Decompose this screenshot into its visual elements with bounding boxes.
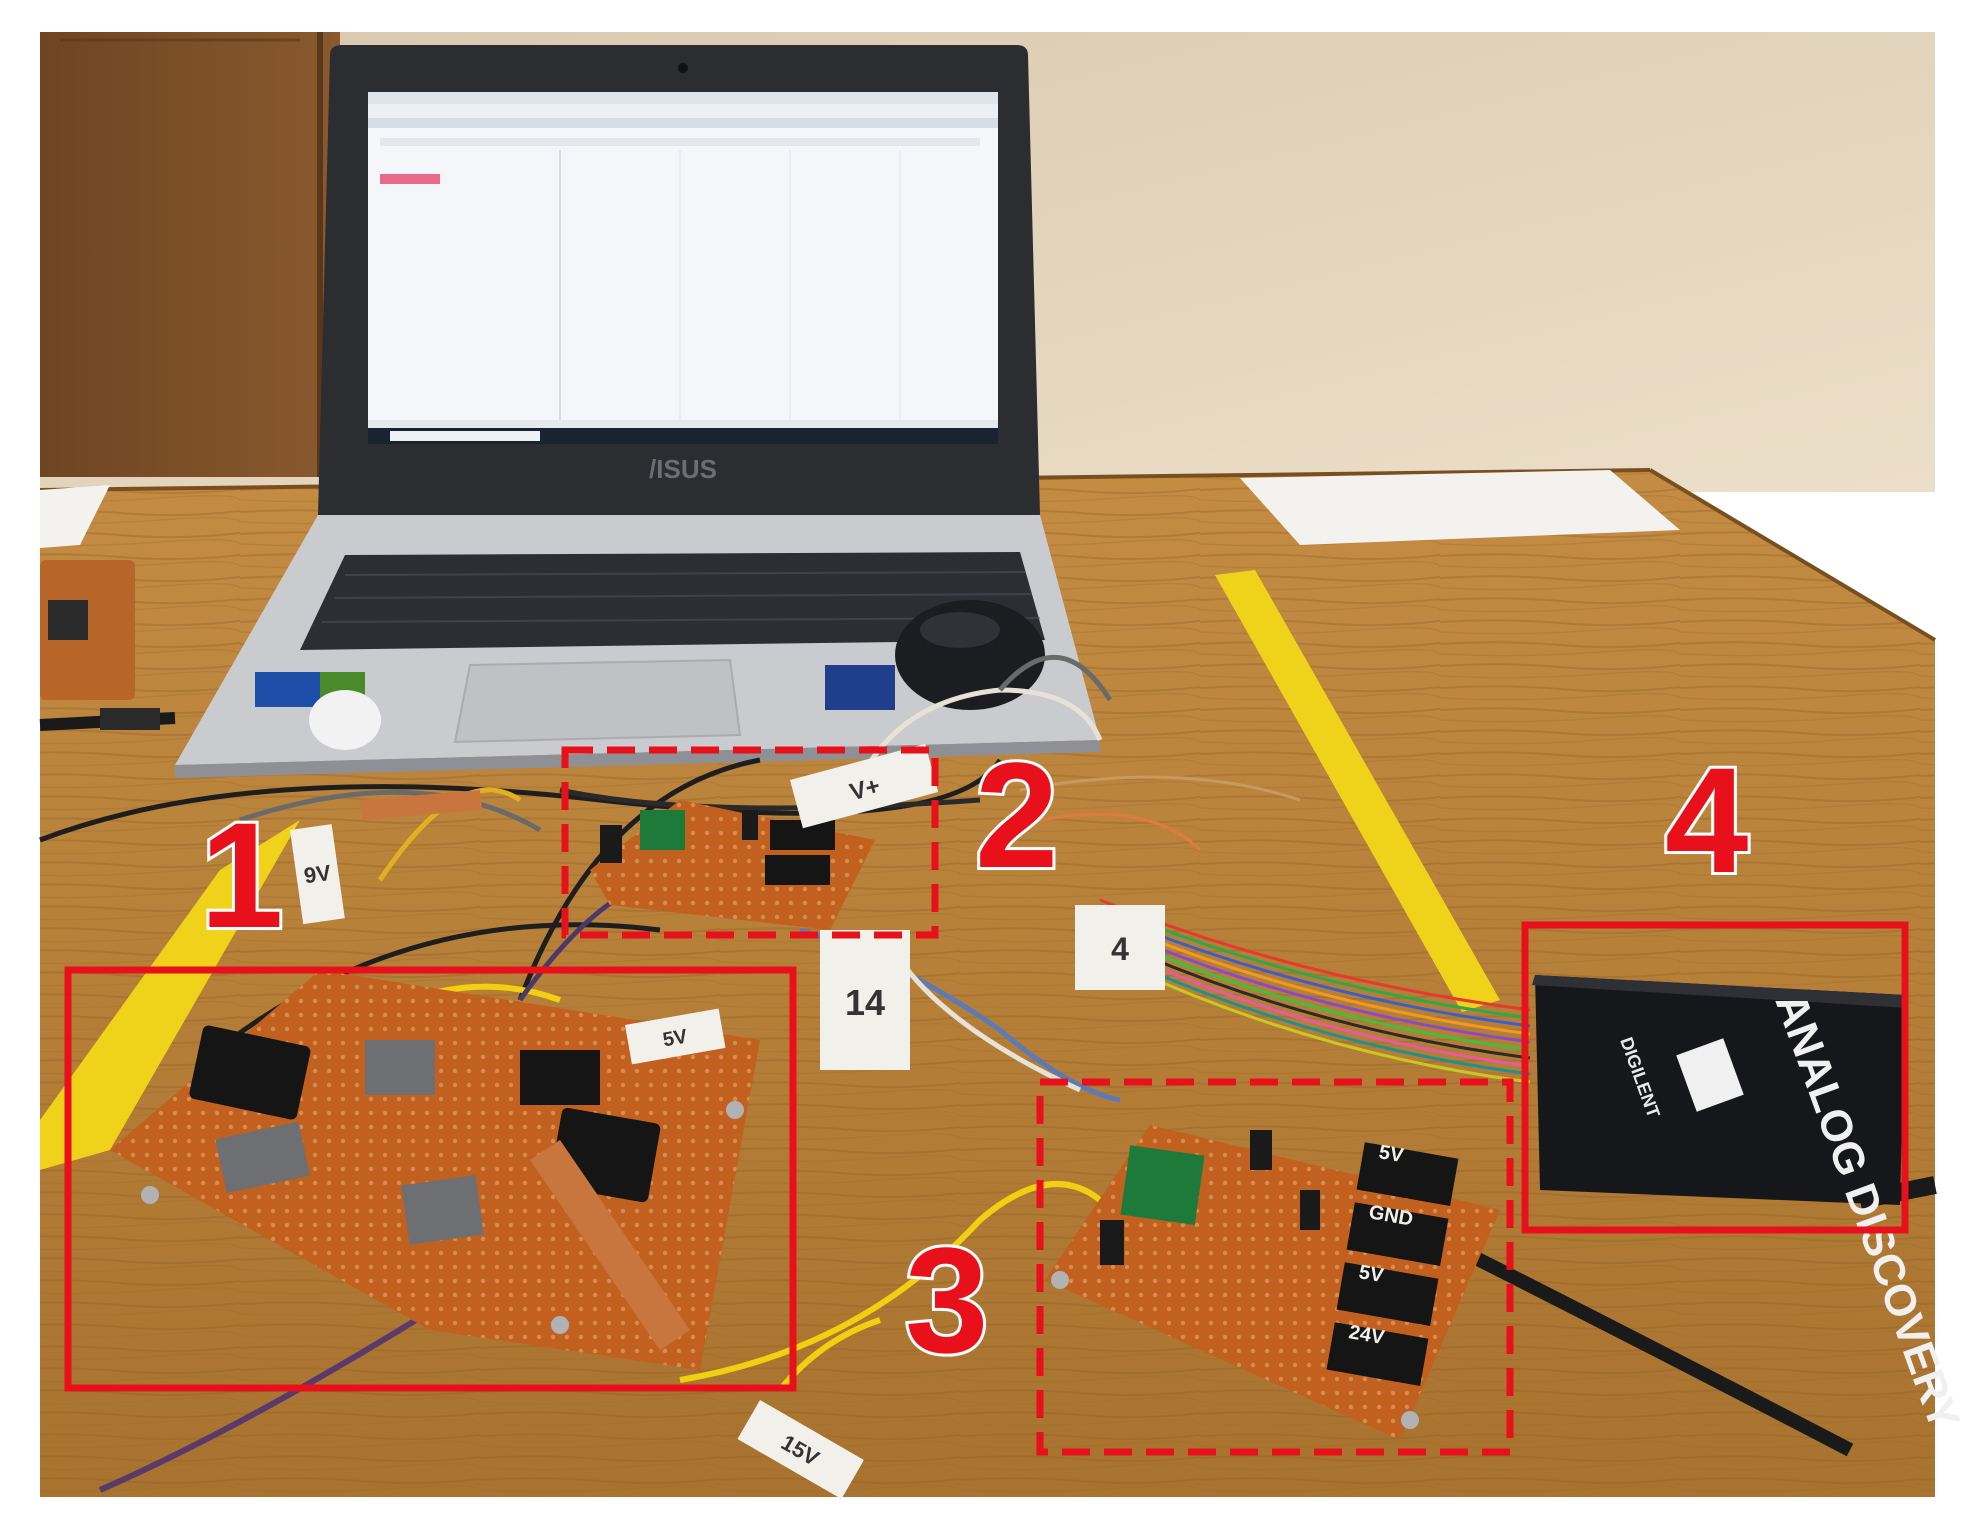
callout-box-3	[1036, 1078, 1514, 1456]
callout-label-2: 2	[972, 731, 1061, 899]
ic-breakout	[1120, 1145, 1205, 1225]
board-1	[110, 790, 760, 1370]
paper-sheet	[1240, 470, 1680, 545]
tape-label: 9V	[302, 860, 332, 889]
terminal-block	[1336, 1262, 1439, 1326]
tape-labels: V+ 14 4 9V 5V 15V 5V	[290, 743, 1415, 1499]
photo-area: /ISUS	[39, 32, 1969, 1499]
callout-label-1: 1	[197, 791, 286, 959]
mosfet	[365, 1040, 435, 1095]
board-3	[1045, 1125, 1500, 1440]
laptop-brand: /ISUS	[649, 454, 717, 484]
callout-boxes	[64, 746, 1909, 1456]
laptop-screen	[368, 92, 998, 444]
touchpad	[453, 658, 742, 744]
decal	[309, 690, 381, 750]
yellow-tape	[1215, 570, 1500, 1012]
paper-sheet-left	[40, 485, 110, 548]
terminal-block	[1326, 1322, 1429, 1386]
copper-rod	[530, 1140, 690, 1350]
callout-box-4	[1521, 921, 1909, 1234]
laptop-keyboard	[300, 552, 1045, 650]
sticker	[255, 672, 320, 707]
mosfet	[401, 1175, 484, 1245]
ic-breakout	[640, 810, 685, 850]
callout-box-2	[561, 746, 939, 939]
callout-box-1	[64, 966, 797, 1392]
callout-label-3: 3	[902, 1216, 991, 1384]
door	[40, 32, 340, 477]
laptop: /ISUS	[175, 45, 1100, 778]
terminal-label: 5V	[1377, 1141, 1406, 1167]
tape-label: 4	[1111, 931, 1129, 967]
terminal-label: 5V	[1357, 1261, 1386, 1287]
tape-label: 14	[845, 982, 885, 1023]
yellow-tape-left	[40, 820, 300, 1170]
terminal-block	[1356, 1142, 1459, 1206]
callout-label-4: 4	[1662, 736, 1751, 904]
tape-label: 5V	[661, 1025, 690, 1051]
board-2	[590, 800, 875, 930]
terminal-block	[1346, 1202, 1449, 1266]
mosfet	[215, 1121, 310, 1194]
relay	[189, 1025, 311, 1120]
